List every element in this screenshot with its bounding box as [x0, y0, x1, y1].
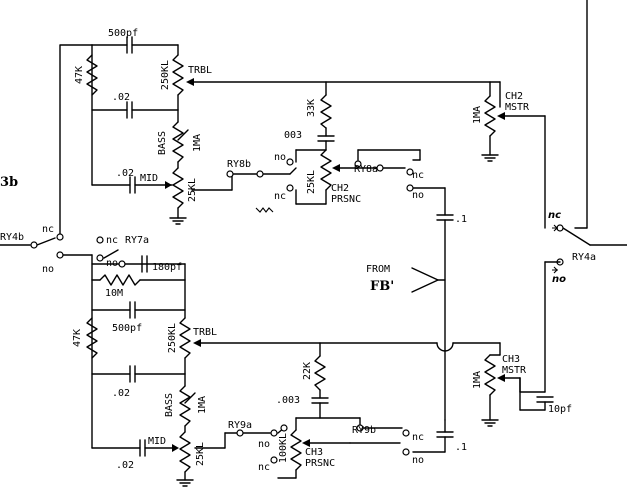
ch2-presence-label-1: CH2 [331, 183, 349, 194]
ch3-tone-stack [86, 267, 554, 487]
from-label: FROM [366, 264, 390, 275]
relay-8a-nc-label: nc [412, 170, 424, 181]
relay-4a-nc-label: nc [548, 210, 561, 221]
ch3-resistor-47k-label: 47K [72, 329, 83, 347]
resistor-10m-label: 10M [105, 288, 123, 299]
relay-4b-label: RY4b [0, 232, 24, 243]
relay-contacts-top [226, 158, 414, 192]
ch3-cap-003-label: .003 [276, 395, 300, 406]
handwritten-mark [255, 207, 274, 213]
ch3-cap-1-label: .1 [455, 442, 467, 453]
ch2-cap-02-a-label: .02 [112, 92, 130, 103]
ch2-mid-label: MID [140, 173, 158, 184]
output-relay-4a [544, 0, 627, 393]
relay-8b-label: RY8b [227, 159, 251, 170]
section-label: 3b [0, 175, 18, 190]
ch3-cap-02-b-label: .02 [116, 460, 134, 471]
handwritten-mark-4a [552, 224, 558, 274]
ch3-cap-02-a-label: .02 [112, 388, 130, 399]
ch3-presence-label-1: CH3 [305, 447, 323, 458]
cap-180pf-label: 180pf [152, 262, 182, 273]
ch3-treble-pot-value: 250KL [167, 323, 178, 353]
ch2-bass-label: BASS [157, 131, 168, 155]
ch2-presence-label-2: PRSNC [331, 194, 361, 205]
relay-9a-no-label: no [258, 439, 270, 450]
ch2-presence-pot-value: 25KL [306, 170, 317, 194]
ch3-master-pot-value: 1MA [472, 371, 483, 389]
ch3-presence-label-2: PRSNC [305, 458, 335, 469]
relay-7a-nc-label: nc [106, 235, 118, 246]
ch2-cap-1-label: .1 [455, 214, 467, 225]
relay-8b-nc-label: nc [274, 191, 286, 202]
relay-4a-no-label: no [552, 274, 566, 285]
ch2-mid-pot-value: 25KL [187, 178, 198, 202]
relay-7a-label: RY7a [125, 235, 149, 246]
ch3-presence-pot-value: 100KL [278, 433, 289, 463]
fb-label: FB' [370, 279, 394, 294]
relay-contacts-bottom [236, 424, 410, 464]
relay-9b-no-label: no [412, 455, 424, 466]
relay-8b-no-label: no [274, 152, 286, 163]
relay-4b-no-label: no [42, 264, 54, 275]
ch2-tone-stack [59, 36, 546, 421]
ch2-resistor-33k-label: 33K [306, 99, 317, 117]
ch2-cap-003-label: 003 [284, 130, 302, 141]
ch2-master-label-2: MSTR [505, 102, 530, 113]
ch2-bass-pot-value: 1MA [192, 134, 203, 152]
ch3-master-label-2: MSTR [502, 365, 527, 376]
relay-8a-no-label: no [412, 190, 424, 201]
relay-8a-label: RY8a [354, 164, 378, 175]
ch2-cap-500pf-label: 500pf [108, 28, 138, 39]
ch3-cap-10pf-label: 10pf [548, 404, 572, 415]
ch3-cap-500pf-label: 500pf [112, 323, 142, 334]
relay-4a-label: RY4a [572, 252, 596, 263]
ch2-resistor-47k-label: 47K [74, 66, 85, 84]
ch3-bass-label: BASS [164, 393, 175, 417]
ch3-mid-pot-value: 25KL [195, 442, 206, 466]
input-relays [0, 233, 186, 286]
ch2-master-pot-value: 1MA [472, 106, 483, 124]
relay-9b-label: RY9b [352, 425, 376, 436]
ch3-bass-pot-value: 1MA [197, 396, 208, 414]
relay-9a-label: RY9a [228, 420, 252, 431]
relay-4b-nc-label: nc [42, 224, 54, 235]
relay-7a-no-label: no [106, 258, 118, 269]
ch3-treble-label: TRBL [193, 327, 217, 338]
ch2-treble-pot-value: 250KL [160, 60, 171, 90]
ch3-mid-label: MID [148, 436, 166, 447]
relay-9a-nc-label: nc [258, 462, 270, 473]
ch3-master-label-1: CH3 [502, 354, 520, 365]
ch2-cap-02-b-label: .02 [116, 168, 134, 179]
ch2-master-label-1: CH2 [505, 91, 523, 102]
relay-9b-nc-label: nc [412, 432, 424, 443]
ch2-treble-label: TRBL [188, 65, 212, 76]
ch3-resistor-22k-label: 22K [302, 362, 313, 380]
labels: 3b 500pf 47K 250KL TRBL .02 BASS 1MA .02… [0, 28, 596, 473]
